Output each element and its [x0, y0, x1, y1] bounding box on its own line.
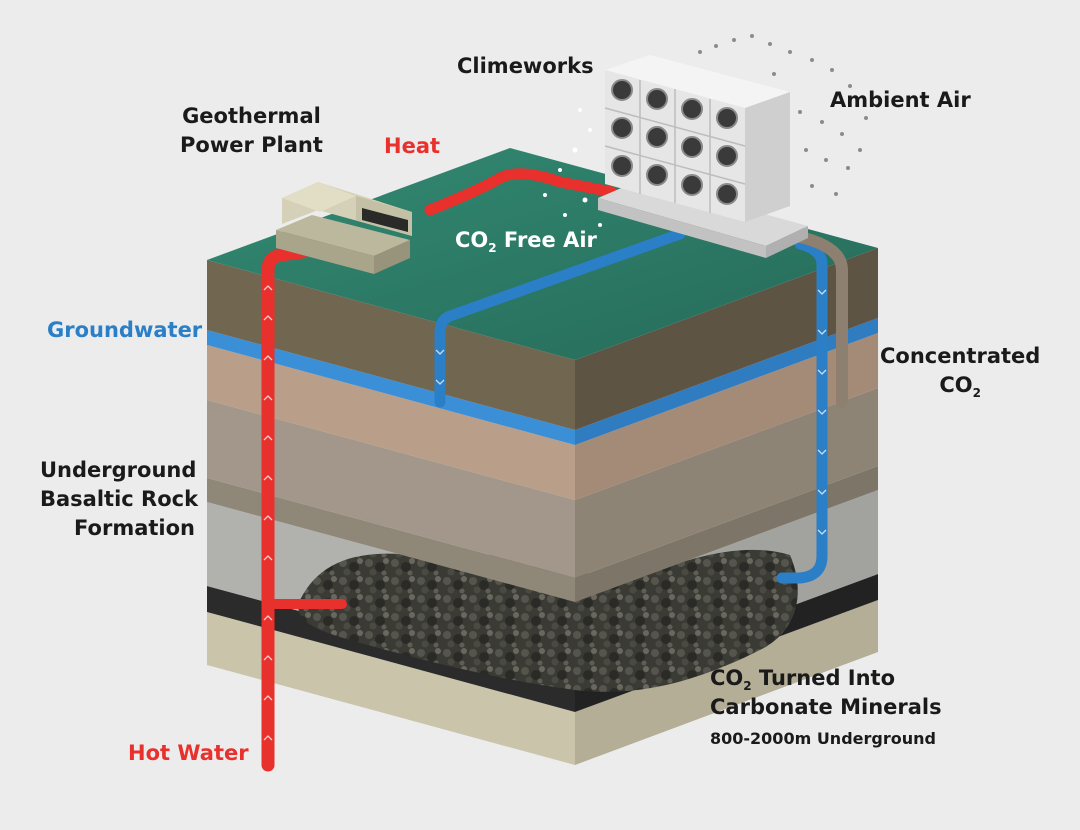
rock-layer-2-right [575, 333, 878, 500]
climeworks-label: Climeworks [457, 54, 594, 78]
carbonate-label-suffix: Turned Into [751, 666, 896, 690]
basaltic-label-line-2: Basaltic Rock [40, 487, 199, 511]
air-particles-icon [698, 34, 868, 196]
heat-label: Heat [384, 134, 441, 158]
carbonate-label-line-1: CO2 Turned Into [710, 664, 942, 693]
carbonate-co2-prefix: CO [710, 666, 744, 690]
co2-free-air-subscript: 2 [488, 241, 497, 255]
pipes [261, 168, 848, 772]
concentrated-label-line-1: Concentrated [880, 344, 1041, 368]
basaltic-label-line-1: Underground [40, 458, 197, 482]
geothermal-plant-label: Geothermal Power Plant [180, 102, 323, 160]
topsoil-left [207, 260, 575, 430]
rock-layer-3-left [207, 400, 575, 578]
groundwater-left [207, 330, 575, 445]
ambient-air-label: Ambient Air [830, 88, 971, 112]
heat-pipe [424, 168, 618, 216]
geothermal-label-line-1: Geothermal [182, 104, 321, 128]
concentrated-co2-label: Concentrated CO2 [880, 342, 1040, 400]
rock-layer-2-left [207, 345, 575, 500]
topsoil-right [575, 248, 878, 430]
basaltic-rock-label: Underground Basaltic Rock Formation [40, 456, 199, 543]
co2-free-air-prefix: CO [455, 228, 489, 252]
base-layer-left [207, 612, 575, 765]
pipe-flow-arrows [263, 285, 827, 741]
cold-water-pipe-right [776, 238, 828, 584]
concentrated-co2-prefix: CO [939, 373, 973, 397]
geothermal-label-line-2: Power Plant [180, 133, 323, 157]
cold-water-pipe [434, 228, 686, 408]
base-layer-right [575, 600, 878, 765]
groundwater-right [575, 318, 878, 445]
power-plant-icon [276, 182, 412, 274]
hot-water-pipe [261, 245, 309, 772]
carbonate-label-line-2: Carbonate Minerals [710, 695, 942, 719]
carbonate-co2-subscript: 2 [743, 679, 752, 693]
concentrated-label-line-2: CO2 [880, 371, 1040, 400]
co2-free-air-label: CO2 Free Air [455, 226, 597, 255]
depth-label: 800-2000m Underground [710, 729, 936, 748]
groundwater-label: Groundwater [47, 318, 203, 342]
rock-layer-4-left [207, 478, 575, 602]
dac-collector-icon [598, 55, 808, 258]
rock-layer-4-right [575, 466, 878, 602]
co2-free-air-suffix: Free Air [496, 228, 597, 252]
concentrated-co2-subscript: 2 [972, 386, 981, 400]
clean-air-particles [543, 108, 602, 227]
rock-rubble-icon [298, 549, 798, 692]
hot-water-label: Hot Water [128, 741, 249, 765]
rock-layer-3-right [575, 388, 878, 578]
basaltic-label-line-3: Formation [74, 516, 195, 540]
carbonate-minerals-label: CO2 Turned Into Carbonate Minerals [710, 664, 942, 722]
